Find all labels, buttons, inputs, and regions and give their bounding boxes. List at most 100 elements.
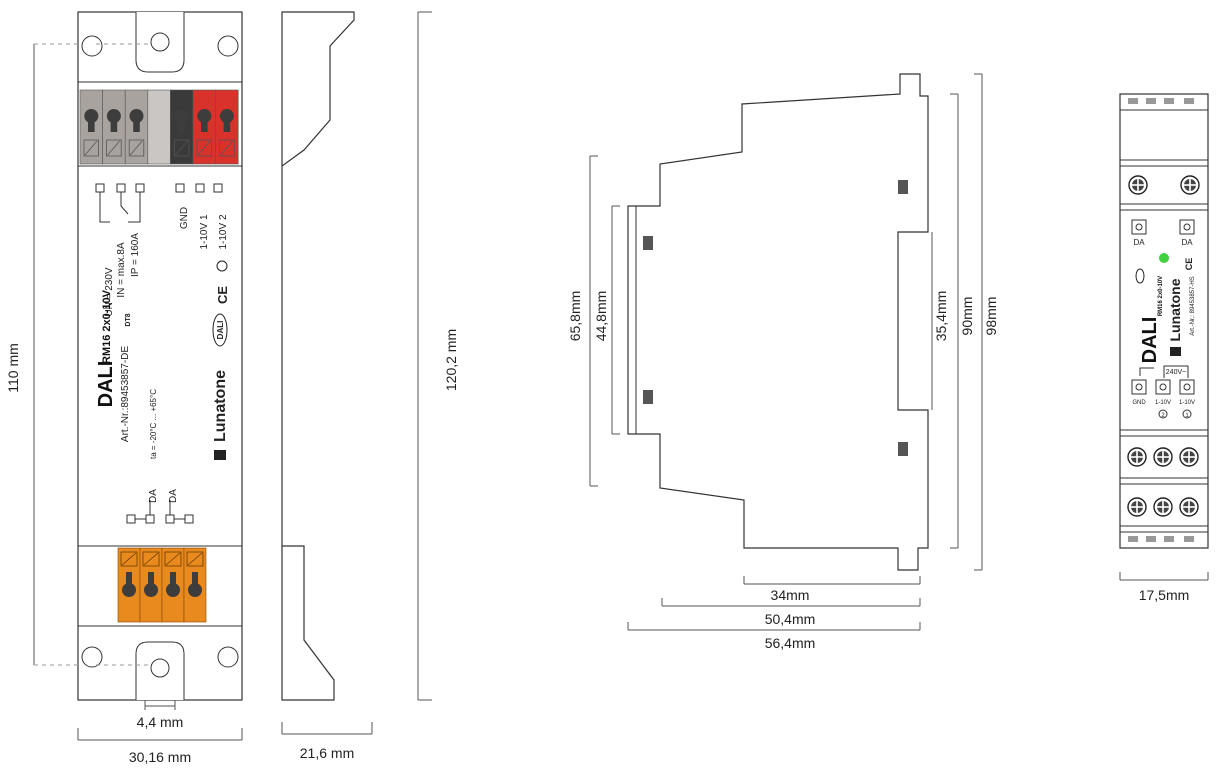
svg-text:DA: DA	[148, 489, 159, 503]
dim-110: 110 mm	[5, 343, 21, 393]
dim-din-width: 17,5mm	[1139, 587, 1190, 603]
svg-text:DA: DA	[168, 489, 179, 503]
terminal-cell	[139, 547, 163, 623]
svg-text:IN = max.8A: IN = max.8A	[116, 242, 127, 298]
terminal-cell	[79, 89, 103, 165]
screw-hole	[217, 35, 239, 57]
dim-90: 90mm	[959, 297, 975, 336]
terminal-cell	[192, 89, 216, 165]
front-article: Art.-Nr.: 89453857-HS	[1190, 276, 1196, 335]
front-ce: CE	[1184, 258, 1194, 271]
article-number: Art.-Nr.:89453857-DE	[120, 346, 131, 442]
terminal-cell	[170, 89, 194, 165]
gnd-label: GND	[179, 207, 190, 229]
mounting-hole	[150, 32, 170, 52]
svg-text:UN = 230V: UN = 230V	[104, 267, 115, 317]
svg-text:GND: GND	[179, 207, 190, 229]
screw-icon	[1128, 175, 1148, 195]
screw-hole	[81, 646, 103, 668]
screw-terminals	[1127, 175, 1200, 517]
gnd-label: GND	[1132, 400, 1146, 406]
front-model: RM16 2x0-10V	[1158, 276, 1164, 316]
da-label-1: DA	[148, 489, 159, 503]
svg-text:CE: CE	[1184, 258, 1194, 271]
svg-text:120,2 mm: 120,2 mm	[443, 329, 459, 391]
dim-length: 120,2 mm	[443, 329, 459, 391]
svg-text:Art.-Nr.: 89453857-HS: Art.-Nr.: 89453857-HS	[1190, 276, 1196, 335]
dim-98: 98mm	[983, 297, 999, 336]
da-terminals	[126, 500, 194, 524]
svg-text:DT8: DT8	[125, 313, 132, 326]
screw-icon	[1180, 175, 1200, 195]
rating-label-3: IP = 160A	[130, 233, 141, 277]
din-section-view: 65,8mm 44,8mm 35,4mm 90mm 98mm 34mm 50,4…	[567, 73, 999, 651]
terminal-cell	[147, 89, 171, 165]
brand-model: DALI	[95, 361, 117, 408]
svg-text:CE: CE	[215, 286, 230, 304]
section-outline	[627, 73, 929, 571]
svg-text:65,8mm: 65,8mm	[567, 291, 583, 342]
dim-hole: 4,4 mm	[137, 714, 184, 730]
vent-slots	[1128, 98, 1194, 542]
terminal-cell	[161, 547, 185, 623]
rating-label-1: UN = 230V	[104, 267, 115, 317]
mounting-hole	[150, 658, 170, 678]
terminal-cell	[117, 547, 141, 623]
svg-text:1-10V 2: 1-10V 2	[218, 214, 229, 249]
screw-icon	[1179, 447, 1199, 467]
front-view: DA DA DALI RM16 2x0-10V Lunatone Art.-Nr…	[1119, 93, 1209, 603]
channel2-label: 1-10V 2	[218, 214, 229, 249]
rating-label-2: IN = max.8A	[116, 242, 127, 298]
terminal-cell	[124, 89, 149, 165]
da-label-2: DA	[168, 489, 179, 503]
dim-44: 44,8mm	[593, 291, 609, 342]
status-led	[1159, 253, 1169, 263]
svg-text:90mm: 90mm	[959, 297, 975, 336]
front-dali-badge	[1135, 268, 1145, 284]
terminal-cell	[215, 89, 239, 165]
channel-number: 1	[1185, 413, 1189, 419]
screw-icon	[1127, 447, 1147, 467]
terminal-markers	[95, 183, 223, 193]
dim-35: 35,4mm	[933, 291, 949, 342]
svg-text:Lunatone: Lunatone	[212, 370, 229, 442]
dim-width: 30,16 mm	[129, 749, 191, 765]
top-view: UN = 230V IN = max.8A IP = 160A GND 1-10…	[5, 11, 243, 765]
model-name: RM16 2x0-10V	[101, 289, 113, 364]
lunatone-logo: Lunatone	[212, 370, 229, 460]
front-logo: Lunatone	[1167, 278, 1183, 356]
svg-text:35,4mm: 35,4mm	[933, 291, 949, 342]
screw-icon	[1153, 447, 1173, 467]
output-label: 1-10V	[1155, 400, 1171, 406]
dim-34: 34mm	[771, 587, 810, 603]
screw-icon	[1127, 497, 1147, 517]
front-body	[1119, 93, 1209, 549]
svg-text:Art.-Nr.:89453857-DE: Art.-Nr.:89453857-DE	[120, 346, 131, 442]
da-label: DA	[1181, 238, 1193, 247]
dt-label: DT8	[125, 313, 132, 326]
top-terminal-block	[79, 89, 239, 165]
ul-mark	[216, 260, 228, 272]
svg-text:RM16 2x0-10V: RM16 2x0-10V	[101, 289, 113, 364]
dali-badge: DALI	[212, 313, 228, 347]
output-pads	[1131, 379, 1195, 419]
screw-icon	[1153, 497, 1173, 517]
terminal-cell	[102, 89, 126, 165]
svg-text:44,8mm: 44,8mm	[593, 291, 609, 342]
screw-hole	[81, 35, 103, 57]
dim-50: 50,4mm	[765, 611, 816, 627]
output-label: 1-10V	[1179, 400, 1195, 406]
svg-text:RM16 2x0-10V: RM16 2x0-10V	[1158, 276, 1164, 316]
dim-depth: 21,6 mm	[300, 745, 354, 761]
svg-text:98mm: 98mm	[983, 297, 999, 336]
da-label: DA	[1133, 238, 1145, 247]
clip	[643, 236, 653, 250]
svg-text:DALI: DALI	[1139, 317, 1161, 364]
ce-mark: CE	[215, 286, 230, 304]
bottom-terminal-block	[117, 547, 207, 623]
terminal-cell	[183, 547, 207, 623]
relay-symbol	[99, 192, 141, 223]
dim-56: 56,4mm	[765, 635, 816, 651]
screw-icon	[1179, 497, 1199, 517]
